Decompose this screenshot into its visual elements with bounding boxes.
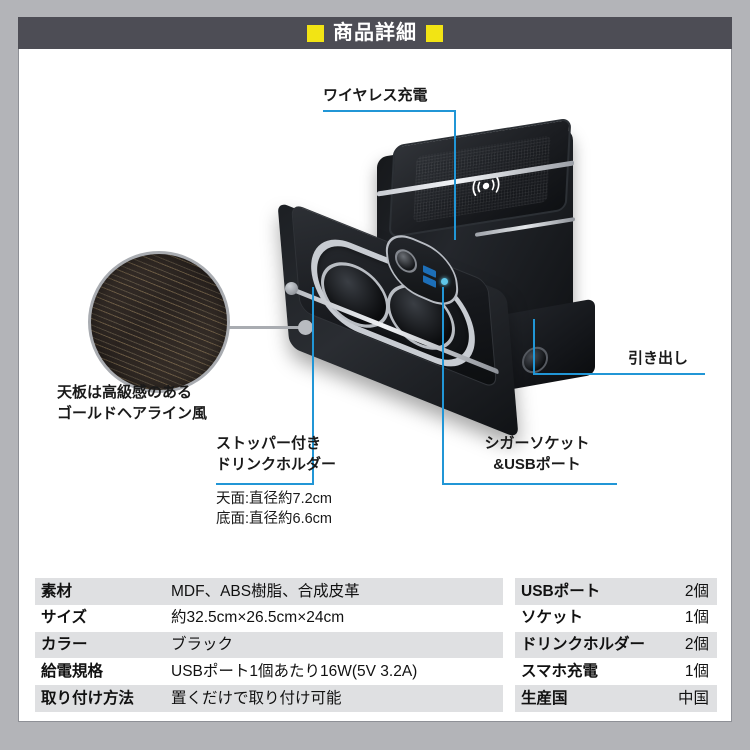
table-row: ソケット 1個 — [515, 604, 717, 632]
spec-value: 1個 — [665, 604, 717, 632]
callout-label-drawer: 引き出し — [628, 350, 689, 367]
spec-value: 中国 — [665, 685, 717, 712]
spec-value: 2個 — [665, 578, 717, 605]
wireless-charging-icon — [471, 170, 501, 201]
led-indicator-icon — [441, 278, 448, 285]
callout-line-cupholder-horizontal — [216, 483, 314, 485]
callout-line-wireless-horizontal — [323, 110, 456, 112]
texture-connector-line — [227, 326, 303, 329]
spec-key: ソケット — [515, 604, 665, 632]
spec-value: 2個 — [665, 631, 717, 659]
specification-tables: 素材 MDF、ABS樹脂、合成皮革 サイズ 約32.5cm×26.5cm×24c… — [35, 578, 717, 712]
spec-key: カラー — [35, 631, 165, 659]
table-row: 取り付け方法 置くだけで取り付け可能 — [35, 685, 503, 712]
spec-value: MDF、ABS樹脂、合成皮革 — [165, 578, 503, 605]
callout-line-cupholder-vertical — [312, 287, 314, 484]
yellow-square-right-icon — [426, 24, 443, 42]
spec-key: 素材 — [35, 578, 165, 605]
side-accent-dot — [285, 282, 298, 295]
product-illustration: ワイヤレス充電 引き出し 天板は高級感のある ゴールドヘアライン風 ストッパー付… — [19, 49, 731, 569]
spec-key: USBポート — [515, 578, 665, 605]
table-row: カラー ブラック — [35, 631, 503, 659]
texture-connector-dot — [298, 320, 313, 335]
spec-key: スマホ充電 — [515, 658, 665, 686]
top-panel-texture-inset — [88, 251, 230, 393]
table-row: 給電規格 USBポート1個あたり16W(5V 3.2A) — [35, 658, 503, 686]
table-row: ドリンクホルダー 2個 — [515, 631, 717, 659]
callout-line-socket-vertical — [442, 287, 444, 484]
callout-label-cup-holder-dimensions: 天面:直径約7.2cm 底面:直径約6.6cm — [216, 491, 333, 527]
callout-label-wireless-charging: ワイヤレス充電 — [323, 87, 428, 104]
content-panel: ワイヤレス充電 引き出し 天板は高級感のある ゴールドヘアライン風 ストッパー付… — [18, 49, 732, 722]
center-console-product-image — [277, 117, 595, 439]
spec-key: 生産国 — [515, 685, 665, 712]
callout-label-top-panel: 天板は高級感のある ゴールドヘアライン風 — [57, 384, 208, 422]
table-row: 素材 MDF、ABS樹脂、合成皮革 — [35, 578, 503, 605]
callout-line-drawer-horizontal — [533, 373, 705, 375]
spec-key: ドリンクホルダー — [515, 631, 665, 659]
spec-key: 取り付け方法 — [35, 685, 165, 712]
spec-value: 置くだけで取り付け可能 — [165, 685, 503, 712]
callout-label-cup-holder: ストッパー付き ドリンクホルダー — [216, 435, 337, 473]
yellow-square-left-icon — [307, 24, 324, 42]
spec-value: USBポート1個あたり16W(5V 3.2A) — [165, 658, 503, 686]
spec-key: 給電規格 — [35, 658, 165, 686]
spec-table-left: 素材 MDF、ABS樹脂、合成皮革 サイズ 約32.5cm×26.5cm×24c… — [35, 578, 503, 712]
spec-key: サイズ — [35, 604, 165, 632]
callout-line-drawer-vertical — [533, 319, 535, 374]
table-row: USBポート 2個 — [515, 578, 717, 605]
spec-table-right: USBポート 2個 ソケット 1個 ドリンクホルダー 2個 スマホ充電 1個 — [515, 578, 717, 712]
table-row: 生産国 中国 — [515, 685, 717, 712]
spec-value: ブラック — [165, 631, 503, 659]
section-header-bar: 商品詳細 — [18, 17, 732, 49]
spec-value: 1個 — [665, 658, 717, 686]
page-title: 商品詳細 — [333, 22, 417, 44]
spec-value: 約32.5cm×26.5cm×24cm — [165, 604, 503, 632]
callout-line-wireless-vertical — [454, 110, 456, 240]
table-row: サイズ 約32.5cm×26.5cm×24cm — [35, 604, 503, 632]
callout-label-socket-usb: シガーソケット &USBポート — [484, 435, 590, 473]
callout-line-socket-horizontal — [442, 483, 617, 485]
table-row: スマホ充電 1個 — [515, 658, 717, 686]
